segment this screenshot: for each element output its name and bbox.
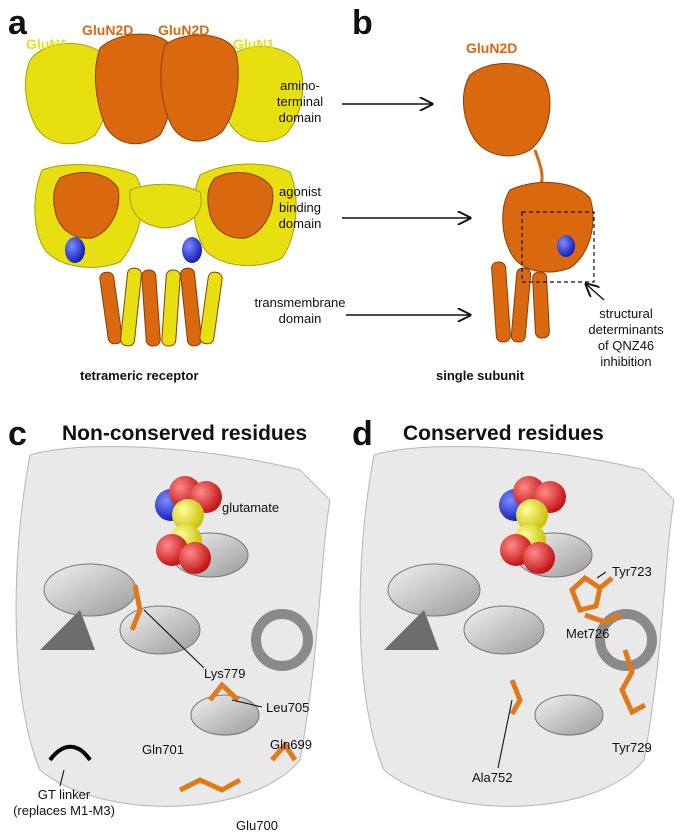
determinants-annotation: structural determinants of QNZ46 inhibit… bbox=[578, 306, 674, 370]
atd-label-line: amino- bbox=[258, 78, 342, 94]
glutamate-label: glutamate bbox=[222, 500, 279, 516]
abd-label: agonist binding domain bbox=[258, 184, 342, 232]
tyr723-label: Tyr723 bbox=[612, 564, 652, 580]
gt-linker-line: GT linker bbox=[6, 787, 122, 803]
gln699-label: Gln699 bbox=[270, 737, 312, 753]
determinant-arrow bbox=[586, 284, 604, 300]
chain-label-glun1-left: GluN1 bbox=[26, 36, 67, 52]
atd-label-line: domain bbox=[258, 110, 342, 126]
panel-c-title: Non-conserved residues bbox=[62, 422, 307, 446]
annotation-line: inhibition bbox=[578, 354, 674, 370]
tyr729-label: Tyr729 bbox=[612, 740, 652, 756]
subunit-structure bbox=[463, 64, 593, 343]
annotation-line: structural bbox=[578, 306, 674, 322]
ala752-label: Ala752 bbox=[472, 770, 512, 786]
chain-label-glun1-right: GluN1 bbox=[233, 36, 274, 52]
gt-linker-label: GT linker (replaces M1-M3) bbox=[6, 787, 122, 819]
gln701-label: Gln701 bbox=[142, 742, 184, 758]
panel-d-title: Conserved residues bbox=[403, 422, 604, 446]
atd-label: amino- terminal domain bbox=[258, 78, 342, 126]
atd-label-line: terminal bbox=[258, 94, 342, 110]
met726-label: Met726 bbox=[566, 626, 609, 642]
abd-label-line: agonist bbox=[258, 184, 342, 200]
tetramer-caption: tetrameric receptor bbox=[80, 368, 199, 383]
tmd-label-line: domain bbox=[248, 311, 352, 327]
chain-label-glun2d: GluN2D bbox=[466, 40, 517, 56]
annotation-line: determinants bbox=[578, 322, 674, 338]
glu700-label: Glu700 bbox=[236, 818, 278, 834]
gt-linker-line: (replaces M1-M3) bbox=[6, 803, 122, 819]
abd-label-line: domain bbox=[258, 216, 342, 232]
tmd-label: transmembrane domain bbox=[248, 295, 352, 327]
leu705-label: Leu705 bbox=[266, 700, 309, 716]
annotation-line: of QNZ46 bbox=[578, 338, 674, 354]
chain-label-glun2d-left: GluN2D bbox=[82, 22, 133, 38]
chain-label-glun2d-right: GluN2D bbox=[158, 22, 209, 38]
abd-label-line: binding bbox=[258, 200, 342, 216]
lys779-label: Lys779 bbox=[204, 666, 245, 682]
subunit-caption: single subunit bbox=[436, 368, 524, 383]
tmd-label-line: transmembrane bbox=[248, 295, 352, 311]
